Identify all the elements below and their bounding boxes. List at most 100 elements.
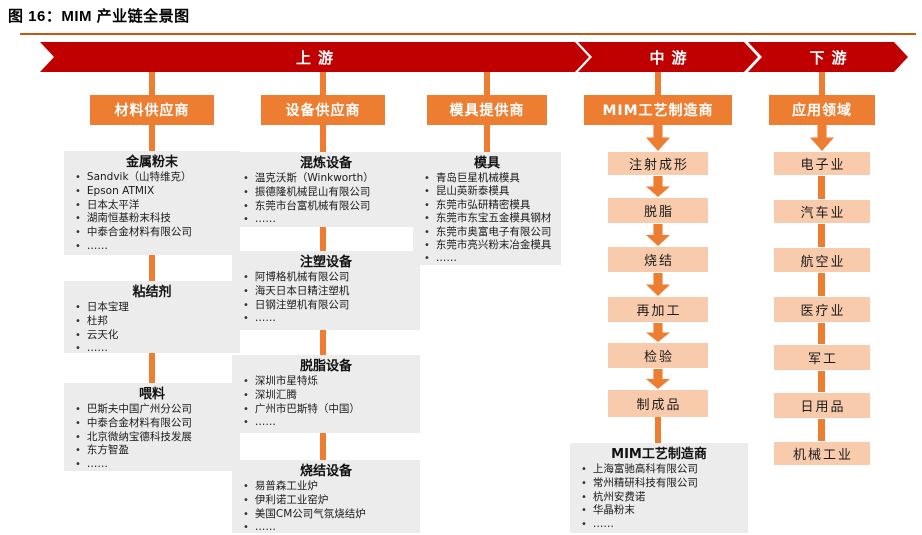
down-arrow-icon	[646, 273, 670, 296]
connector-line	[320, 72, 326, 95]
list-item: 深圳汇腾	[241, 389, 415, 403]
list-box-metal-powder: 金属粉末 Sandvik（山特维克） Epson ATMIX 日本太平洋 湖南恒…	[64, 151, 240, 255]
list-item: ……	[241, 416, 415, 430]
connector-line	[818, 273, 825, 296]
figure-title: 图 16：MIM 产业链全景图	[8, 8, 190, 25]
box-title: 混炼设备	[299, 156, 352, 171]
column-header-applications: 应用领域	[769, 95, 875, 125]
application-military: 军工	[774, 345, 870, 370]
banner-midstream: 中游	[578, 42, 758, 72]
list-item: 华晶粉末	[579, 504, 743, 518]
box-title: 喂料	[138, 387, 165, 402]
box-title: 脱脂设备	[299, 359, 352, 374]
list-item: 伊利诺工业窑炉	[241, 494, 415, 508]
connector-line	[655, 417, 661, 443]
list-box-mim-manufacturers: MIM工艺制造商 上海富驰高科有限公司 常州精研科技有限公司 杭州安费诺 华晶粉…	[570, 443, 748, 533]
column-header-mim-makers: MIM工艺制造商	[584, 95, 732, 125]
box-title: 粘结剂	[132, 285, 172, 300]
list-box-binder: 粘结剂 日本宝理 杜邦 云天化 ……	[64, 281, 240, 356]
banner-downstream: 下游	[748, 42, 908, 72]
connector-line	[819, 72, 825, 95]
list-item: 常州精研科技有限公司	[579, 477, 743, 491]
list-item: 青岛巨星机械模具	[422, 172, 556, 185]
connector-line	[818, 323, 825, 344]
box-title: MIM工艺制造商	[611, 447, 707, 462]
down-arrow-icon	[646, 323, 670, 342]
list-item: 广州市巴斯特（中国）	[241, 403, 415, 417]
list-item: 东莞市弘研精密模具	[422, 199, 556, 212]
application-machinery: 机械工业	[774, 442, 870, 465]
list-item: 深圳市星特烁	[241, 375, 415, 389]
list-item: ……	[241, 521, 415, 535]
flow-step-finished-product: 制成品	[608, 390, 708, 417]
flow-step-reprocessing: 再加工	[608, 297, 708, 322]
down-arrow-icon	[646, 124, 670, 151]
list-item: 美国CM公司气氛烧结炉	[241, 508, 415, 522]
list-item: 海天日本日精注塑机	[241, 285, 415, 299]
list-box-molds: 模具 青岛巨星机械模具 昆山英新泰模具 东莞市弘研精密模具 东莞市东宝五金模具钢…	[413, 152, 561, 265]
column-header-equipment: 设备供应商	[261, 95, 385, 125]
flow-step-debinding: 脱脂	[608, 198, 708, 223]
application-electronics: 电子业	[774, 152, 870, 175]
connector-line	[655, 72, 661, 95]
connector-line	[484, 125, 490, 152]
list-box-sintering-equipment: 烧结设备 易普森工业炉 伊利诺工业窑炉 美国CM公司气氛烧结炉 ……	[232, 460, 420, 533]
list-box-mixing-equipment: 混炼设备 温克沃斯（Winkworth） 振德隆机械昆山有限公司 东莞市台富机械…	[232, 152, 420, 227]
list-item: 巴斯夫中国广州分公司	[73, 403, 235, 417]
banner-upstream: 上游	[40, 42, 589, 72]
list-item: 易普森工业炉	[241, 480, 415, 494]
list-item: 东莞市台富机械有限公司	[241, 200, 415, 214]
list-item: Epson ATMIX	[73, 185, 235, 199]
list-box-debinding-equipment: 脱脂设备 深圳市星特烁 深圳汇腾 广州市巴斯特（中国） ……	[232, 355, 420, 433]
flow-step-injection-molding: 注射成形	[608, 152, 708, 175]
connector-line	[818, 371, 825, 392]
list-item: 云天化	[73, 329, 235, 343]
list-item: 日本宝理	[73, 301, 235, 315]
list-item: 上海富驰高科有限公司	[579, 463, 743, 477]
down-arrow-icon	[646, 369, 670, 389]
list-item: 中泰合金材料有限公司	[73, 226, 235, 240]
box-title: 注塑设备	[299, 255, 352, 270]
list-item: Sandvik（山特维克）	[73, 171, 235, 185]
connector-line	[320, 125, 326, 152]
application-medical: 医疗业	[774, 297, 870, 322]
box-title: 金属粉末	[125, 155, 178, 170]
application-aviation: 航空业	[774, 248, 870, 272]
connector-line	[149, 255, 155, 281]
down-arrow-icon	[646, 176, 670, 197]
list-box-injection-equipment: 注塑设备 阿博格机械有限公司 海天日本日精注塑机 日钢注塑机有限公司 ……	[232, 251, 420, 330]
list-item: 东莞市亮兴粉末冶金模具	[422, 239, 556, 252]
connector-line	[484, 72, 490, 95]
list-item: ……	[241, 213, 415, 227]
list-item: 日本太平洋	[73, 199, 235, 213]
flow-step-inspection: 检验	[608, 343, 708, 368]
application-automotive: 汽车业	[774, 200, 870, 223]
connector-line	[818, 419, 825, 441]
list-item: 北京微纳宝德科技发展	[73, 431, 235, 445]
list-item: ……	[241, 312, 415, 326]
list-item: ……	[73, 342, 235, 356]
list-item: 杭州安费诺	[579, 491, 743, 505]
list-item: ……	[73, 240, 235, 254]
connector-line	[320, 330, 326, 355]
application-daily-goods: 日用品	[774, 393, 870, 418]
list-item: 振德隆机械昆山有限公司	[241, 186, 415, 200]
list-item: 中泰合金材料有限公司	[73, 417, 235, 431]
list-item: ……	[422, 252, 556, 265]
connector-line	[320, 227, 326, 251]
list-item: 阿博格机械有限公司	[241, 271, 415, 285]
list-item: 日钢注塑机有限公司	[241, 299, 415, 313]
connector-line	[818, 224, 825, 247]
list-item: 昆山英新泰模具	[422, 185, 556, 198]
connector-line	[149, 353, 155, 383]
column-header-materials: 材料供应商	[90, 95, 214, 125]
flow-step-sintering: 烧结	[608, 247, 708, 272]
list-item: 东莞市奥富电子有限公司	[422, 226, 556, 239]
connector-line	[149, 125, 155, 151]
box-title: 烧结设备	[299, 464, 352, 479]
column-header-molds: 模具提供商	[427, 95, 547, 125]
list-item: 温克沃斯（Winkworth）	[241, 172, 415, 186]
list-item: 杜邦	[73, 315, 235, 329]
down-arrow-icon	[810, 124, 834, 151]
